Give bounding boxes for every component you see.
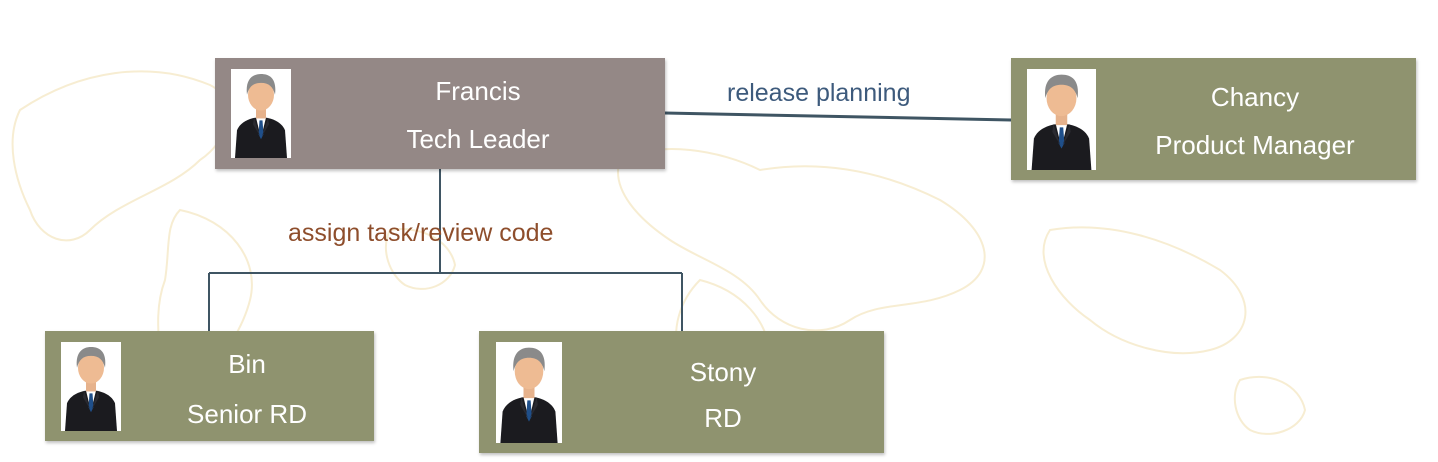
person-role: Tech Leader (406, 124, 550, 154)
release-planning-label: release planning (727, 79, 911, 107)
assign-task-label: assign task/review code (288, 219, 554, 247)
card-chancy[interactable]: Chancy Product Manager (1011, 58, 1416, 180)
person-name: Bin (228, 349, 266, 379)
businessman-avatar-icon (61, 342, 121, 431)
connector-francis-to-chancy (664, 111, 1012, 122)
businessman-avatar-icon (496, 342, 562, 443)
card-bin[interactable]: Bin Senior RD (45, 331, 374, 441)
person-name: Stony (689, 357, 757, 387)
businessman-avatar-icon (1027, 69, 1096, 170)
person-role: Senior RD (187, 399, 307, 429)
person-name: Francis (435, 76, 521, 106)
person-role: RD (704, 403, 742, 433)
card-stony[interactable]: Stony RD (479, 331, 884, 453)
person-role: Product Manager (1155, 130, 1355, 160)
card-francis[interactable]: Francis Tech Leader (215, 58, 665, 169)
businessman-avatar-icon (231, 69, 291, 158)
person-name: Chancy (1210, 82, 1300, 112)
